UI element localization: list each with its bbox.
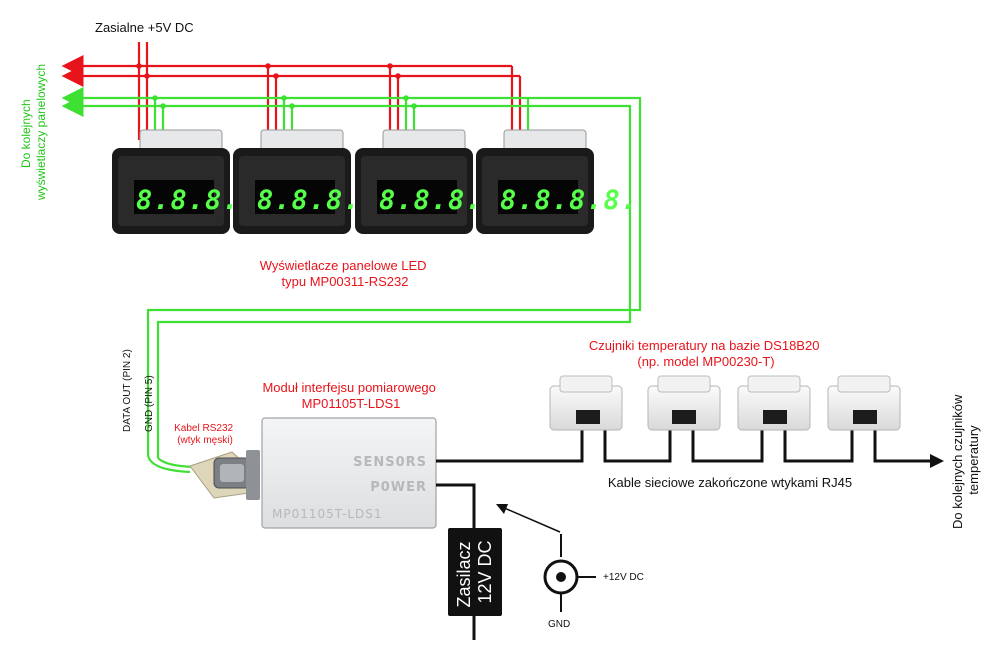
rs232-cable-label: Kabel RS232 (wtyk męski) [174, 423, 236, 446]
power-junctions [136, 63, 401, 79]
temperature-sensor [737, 375, 811, 431]
power-supply: Zasilacz 12V DC [448, 528, 502, 616]
dc-jack-icon [543, 534, 596, 612]
psu-label: Zasilacz 12V DC [454, 536, 495, 607]
jack-arrow [496, 504, 561, 533]
supply-label: Zasialne +5V DC [95, 20, 194, 35]
sensor-chain-arrow [930, 454, 944, 468]
network-cables-label: Kable sieciowe zakończone wtykami RJ45 [608, 475, 852, 490]
data-junctions [152, 95, 417, 109]
displays-title: Wyświetlacze panelowe LED typu MP00311-R… [260, 258, 430, 289]
temperature-sensor [549, 375, 623, 431]
led-display: 8.8.8.8. [112, 129, 273, 234]
led-display: 8.8.8.8. [355, 129, 516, 234]
data-out-label: DATA OUT (PIN 2) [122, 349, 133, 432]
led-display: 8.8.8.8. [476, 129, 638, 234]
led-display-reading: 8.8.8.8. [500, 185, 638, 216]
temperature-sensor [827, 375, 901, 431]
module-model-label: MP01105T-LDS1 [272, 507, 383, 521]
next-sensors-label: Do kolejnych czujników temperatury [950, 391, 981, 529]
gnd-label: GND [548, 619, 570, 630]
power-bus [61, 42, 522, 140]
power-cable [436, 483, 476, 640]
module-title: Moduł interfejsu pomiarowego MP01105T-LD… [262, 380, 439, 411]
sensors-title: Czujniki temperatury na bazie DS18B20 (n… [589, 338, 823, 369]
power-port-label: P0WER [370, 480, 427, 495]
temperature-sensor [647, 375, 721, 431]
interface-module: SENS0RS P0WER MP01105T-LDS1 [261, 417, 437, 529]
led-display: 8.8.8.8. [233, 129, 394, 234]
rs232-connector [189, 450, 260, 500]
next-displays-label: Do kolejnych wyświetlaczy panelowych [19, 64, 48, 201]
sensor-cable [436, 422, 930, 463]
sensors-port-label: SENS0RS [353, 455, 427, 470]
plus12v-label: +12V DC [603, 572, 644, 583]
gnd-pin-label: GND (PIN 5) [144, 375, 155, 432]
